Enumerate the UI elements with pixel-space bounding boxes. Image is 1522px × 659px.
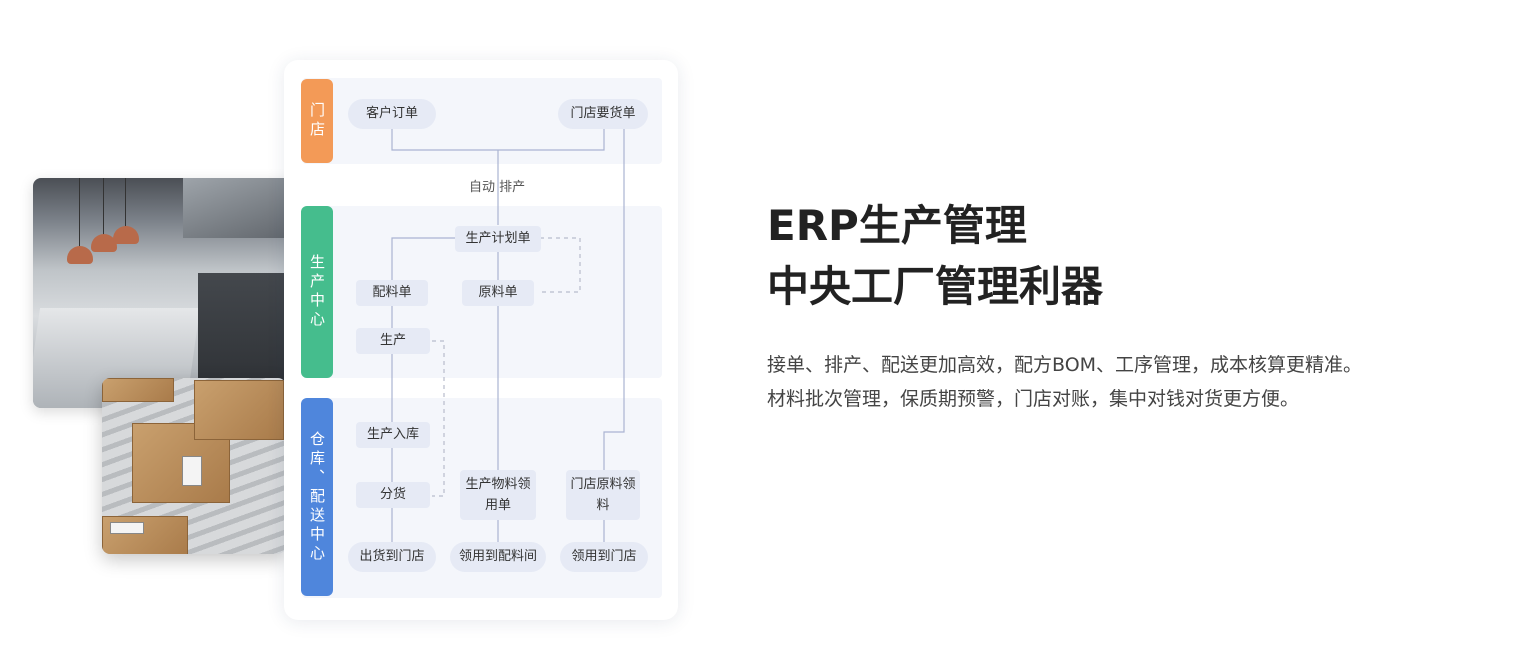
node-production: 生产 <box>356 328 430 354</box>
node-customer-order: 客户订单 <box>348 99 436 129</box>
section-label-warehouse: 仓库、配送中心 <box>301 398 333 596</box>
node-production-inbound: 生产入库 <box>356 422 430 448</box>
node-production-plan: 生产计划单 <box>455 226 541 252</box>
warehouse-photo <box>102 378 286 554</box>
node-to-batching-room: 领用到配料间 <box>450 542 546 572</box>
node-raw-material-order: 原料单 <box>462 280 534 306</box>
description-line-2: 材料批次管理，保质期预警，门店对账，集中对钱对货更方便。 <box>767 388 1300 410</box>
headline-line-2: 中央工厂管理利器 <box>767 262 1104 311</box>
node-store-request: 门店要货单 <box>558 99 648 129</box>
heat-lamp <box>91 234 117 252</box>
auto-scheduling-note: 自动 排产 <box>469 180 526 195</box>
heat-lamp <box>113 226 139 244</box>
section-label-store: 门店 <box>301 79 333 163</box>
node-store-material: 门店原料领料 <box>566 470 640 520</box>
headline-line-1: ERP生产管理 <box>767 201 1027 250</box>
kitchen-photo <box>33 178 313 408</box>
description-line-1: 接单、排产、配送更加高效，配方BOM、工序管理，成本核算更精准。 <box>767 354 1363 376</box>
node-batching-order: 配料单 <box>356 280 428 306</box>
flow-diagram-card: 门店 生产中心 仓库、配送中心 <box>284 60 678 620</box>
node-ship-to-store: 出货到门店 <box>348 542 436 572</box>
node-material-requisition: 生产物料领用单 <box>460 470 536 520</box>
cardboard-box <box>102 378 174 402</box>
node-distribution: 分货 <box>356 482 430 508</box>
node-to-store: 领用到门店 <box>560 542 648 572</box>
heat-lamp <box>67 246 93 264</box>
flow-connectors <box>391 129 625 542</box>
cardboard-box <box>194 380 284 440</box>
section-label-production: 生产中心 <box>301 206 333 378</box>
